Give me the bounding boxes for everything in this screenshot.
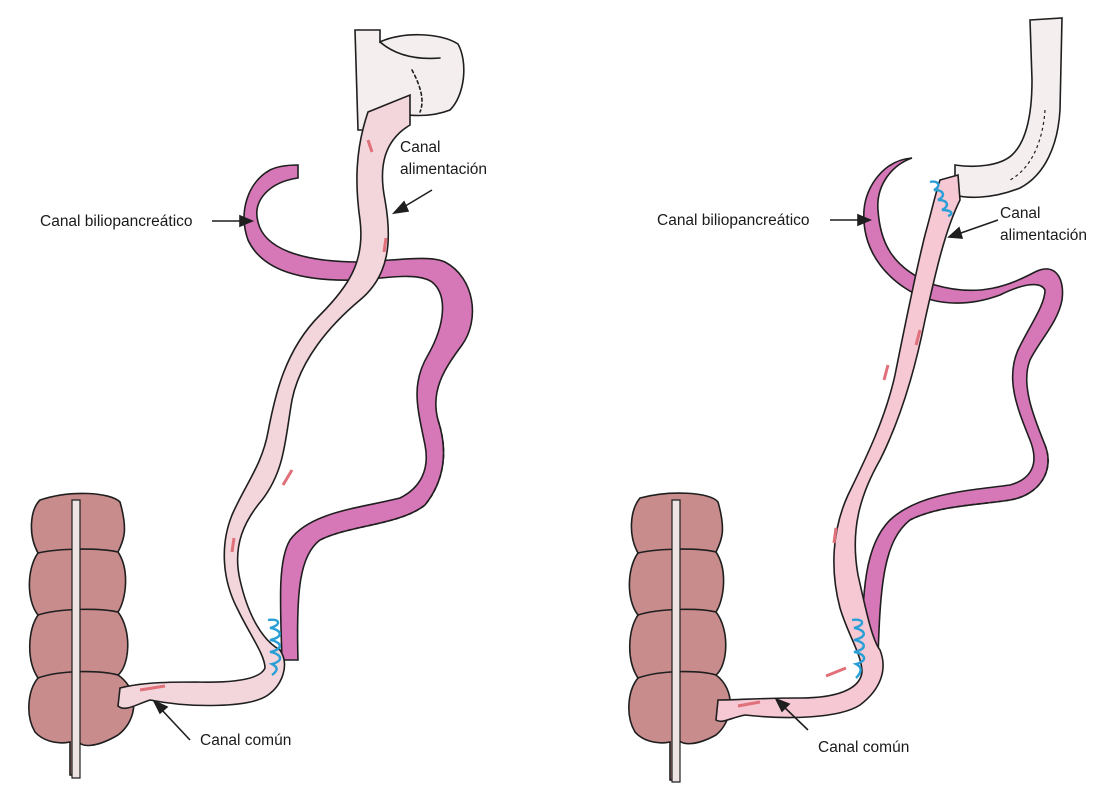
- right-panel: Canal biliopancreático Canal alimentació…: [629, 18, 1087, 782]
- left-colon-body: [29, 493, 134, 775]
- left-label-alimentary-line1: Canal: [400, 139, 441, 156]
- right-label-alimentary-line2: alimentación: [1000, 227, 1087, 244]
- right-colon: [629, 493, 730, 782]
- right-label-common: Canal común: [818, 739, 909, 756]
- right-label-biliopancreatic: Canal biliopancreático: [657, 212, 810, 229]
- right-alimentary-limb: [716, 175, 960, 721]
- left-label-alimentary-line2: alimentación: [400, 161, 487, 178]
- right-stomach: [955, 18, 1062, 197]
- left-label-common: Canal común: [200, 732, 291, 749]
- left-label-biliopancreatic: Canal biliopancreático: [40, 213, 193, 230]
- right-label-alimentary-line1: Canal: [1000, 205, 1041, 222]
- left-colon: [29, 493, 134, 778]
- left-panel: Canal biliopancreático Canal alimentació…: [29, 30, 487, 778]
